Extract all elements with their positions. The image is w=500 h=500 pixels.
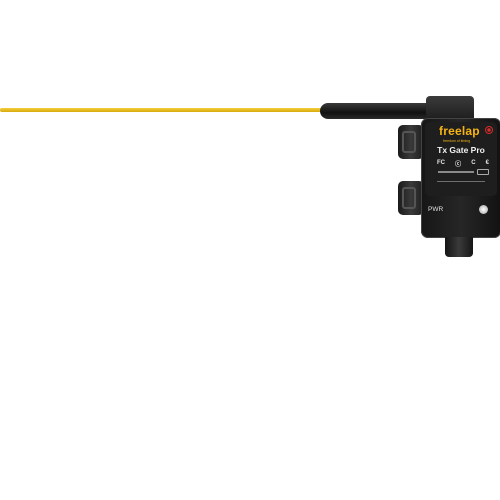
power-led-icon [479,205,488,214]
yellow-cable [0,108,326,112]
ce-mark: C [471,160,476,166]
spec-badge [477,169,489,175]
mounting-clip-top [398,125,424,159]
copyright-mark: ⓒ [455,161,462,168]
brand-logo-text: freelap [439,124,480,138]
certification-marks: FC ⓒ C € [437,160,489,168]
fcc-mark: FC [437,160,445,166]
fine-print-line [437,181,485,182]
device-label-panel: freelap freedom of timing Tx Gate Pro FC… [425,122,497,196]
power-label: PWR [428,206,444,213]
antenna-rod [320,103,442,119]
brand-tagline: freedom of timing [443,139,471,143]
mounting-clip-bottom [398,181,424,215]
device-base-connector [445,237,473,257]
brand-registered-icon [485,126,493,134]
model-name: Tx Gate Pro [437,145,485,155]
spec-text-line [438,171,474,173]
euro-mark: € [485,160,489,166]
antenna-hub [426,96,474,122]
tx-gate-pro-device: freelap freedom of timing Tx Gate Pro FC… [421,118,500,238]
